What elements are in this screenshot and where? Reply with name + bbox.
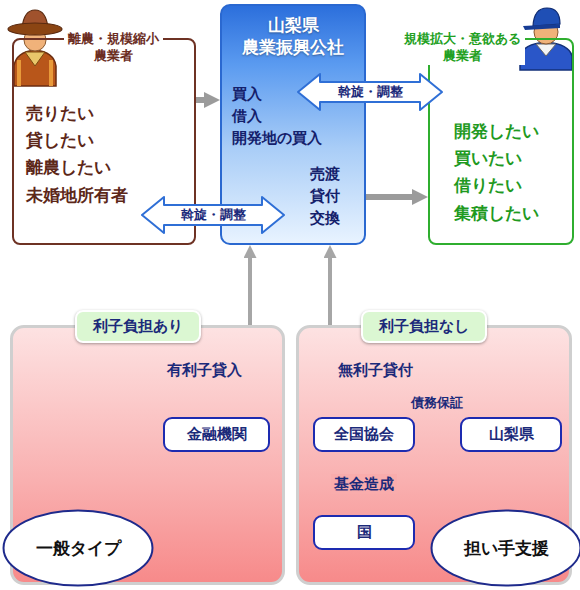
panel-tab: 利子負担あり [75, 310, 201, 343]
edge-label: 債務保証 [411, 395, 463, 411]
process-box: 金融機関 [163, 417, 270, 452]
process-box: 国 [313, 515, 415, 550]
interest-panel: 全国協会山梨県国担い手支援利子負担なし [296, 325, 572, 585]
oval-shape [432, 510, 580, 585]
retiring-farmer-icon [8, 10, 62, 86]
double-block-arrow: 斡旋・調整 [142, 197, 284, 233]
farmer-bandana [25, 52, 45, 66]
sale-list: 売渡 貸付 交換 [310, 164, 340, 229]
node-label: 担い手支援 [464, 537, 549, 560]
farmer-collar [536, 44, 556, 56]
block-arrow-outline [298, 74, 442, 110]
farmer-hat-brim [8, 23, 62, 35]
flow-arrow [196, 97, 204, 103]
process-box: 山梨県 [460, 417, 562, 452]
panel-tab: 利子負担なし [361, 310, 487, 343]
group-heading: 規模拡大・意欲ある 農業者 [400, 31, 525, 65]
farmer-body [14, 50, 56, 86]
type-oval: 担い手支援 [430, 508, 580, 588]
oval-shape [4, 510, 153, 585]
process-box: 全国協会 [313, 417, 415, 452]
agency-name: 山梨県 農業振興公社 [222, 14, 364, 58]
block-arrow-outline [142, 197, 284, 233]
farmer-stripes [19, 60, 51, 86]
flow-arrow [366, 194, 412, 200]
buyer-farmer-box: 規模拡大・意欲ある 農業者開発したい 買いたい 借りたい 集積したい [428, 38, 574, 245]
node-label: 一般タイプ [36, 537, 121, 560]
wish-list: 開発したい 買いたい 借りたい 集積したい [454, 118, 539, 227]
edge-label: 基金造成 [331, 474, 397, 494]
edge-label: 有利子貸入 [167, 361, 242, 379]
edge-label: 斡旋・調整 [142, 206, 284, 224]
node-label: 金融機関 [187, 425, 247, 444]
group-heading: 離農・規模縮小 農業者 [64, 31, 163, 65]
node-label: 国 [357, 523, 372, 542]
node-label: 全国協会 [334, 425, 394, 444]
edge-label: 無利子貸付 [338, 361, 413, 379]
type-oval: 一般タイプ [2, 508, 154, 588]
wish-list: 売りたい 貸したい 離農したい 未婚地所有者 [26, 100, 128, 209]
farmer-overalls [520, 42, 572, 70]
edge-label: 斡旋・調整 [298, 83, 442, 101]
farmer-cap-visor [523, 24, 560, 30]
farmer-cap [533, 8, 560, 26]
double-block-arrow: 斡旋・調整 [298, 74, 442, 110]
node-label: 山梨県 [489, 425, 534, 444]
interest-panel: 金融機関一般タイプ利子負担あり [10, 325, 285, 585]
